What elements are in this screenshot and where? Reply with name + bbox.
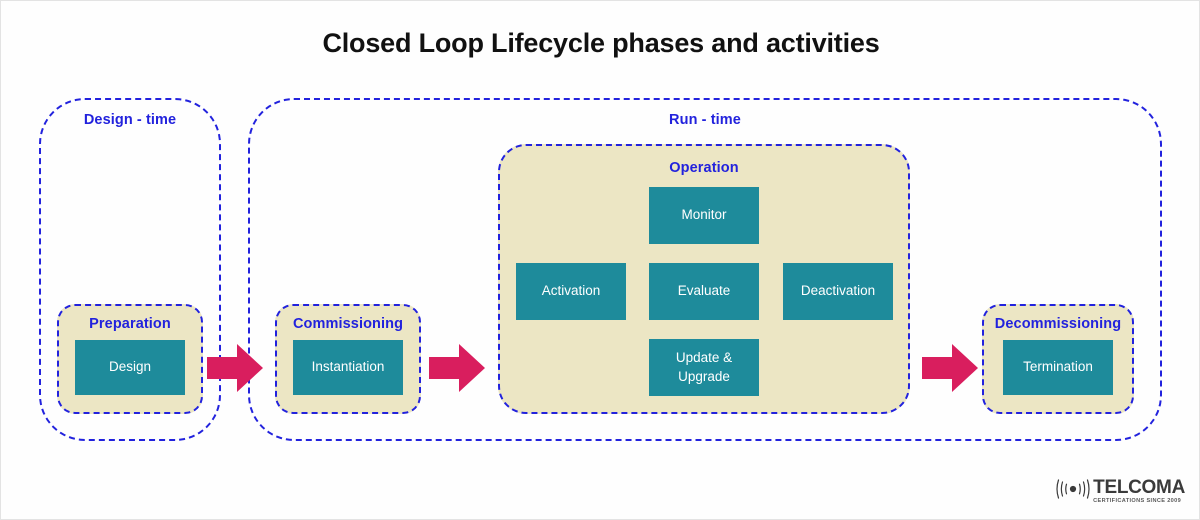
activity-termination[interactable]: Termination <box>1003 340 1113 395</box>
signal-waves-icon <box>1056 478 1090 505</box>
phase-label-commissioning: Commissioning <box>292 316 404 332</box>
activity-monitor[interactable]: Monitor <box>649 187 759 244</box>
zone-design-time-label: Design - time <box>83 112 177 128</box>
telcoma-logo: TELCOMA CERTIFICATIONS SINCE 2009 <box>1056 478 1185 505</box>
phase-label-operation: Operation <box>669 160 739 176</box>
arrow-preparation-to-commissioning <box>207 342 263 394</box>
activity-evaluate[interactable]: Evaluate <box>649 263 759 320</box>
zone-run-time: Run - time <box>248 98 1162 441</box>
logo-tagline: CERTIFICATIONS SINCE 2009 <box>1093 497 1182 504</box>
activity-activation[interactable]: Activation <box>516 263 626 320</box>
arrow-commissioning-to-operation <box>429 342 485 394</box>
logo-brand: TELCOMA <box>1093 477 1185 499</box>
zone-run-time-label: Run - time <box>669 112 741 128</box>
logo-text: TELCOMA CERTIFICATIONS SINCE 2009 <box>1093 478 1185 504</box>
activity-instantiation[interactable]: Instantiation <box>293 340 403 395</box>
activity-design[interactable]: Design <box>75 340 185 395</box>
activity-update-upgrade[interactable]: Update & Upgrade <box>649 339 759 396</box>
zone-design-time: Design - time <box>39 98 221 441</box>
phase-label-preparation: Preparation <box>89 316 171 332</box>
phase-label-decommissioning: Decommissioning <box>994 316 1122 332</box>
activity-deactivation[interactable]: Deactivation <box>783 263 893 320</box>
arrow-operation-to-decommissioning <box>922 342 978 394</box>
page-title: Closed Loop Lifecycle phases and activit… <box>322 28 880 58</box>
